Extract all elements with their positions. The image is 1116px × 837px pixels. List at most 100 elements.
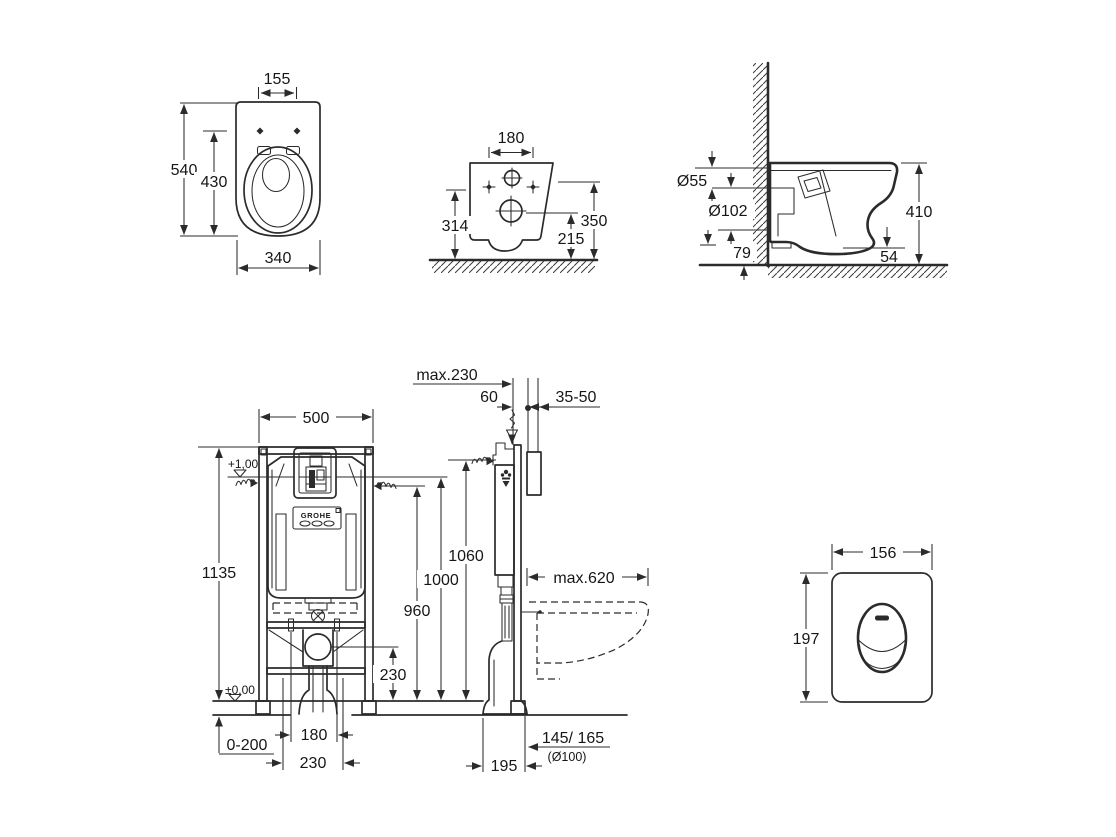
- dim-d55: Ø55: [672, 151, 768, 205]
- plate-outline: [831, 572, 933, 703]
- level-mark-floor-icon: [228, 693, 242, 702]
- dim-0-200: 0-200: [215, 716, 274, 755]
- dim-anchor-230: 230: [266, 678, 360, 772]
- dim-1000: 1000: [417, 478, 465, 700]
- dim-54: 54: [843, 227, 905, 266]
- dim-180: 180: [488, 130, 534, 158]
- dim-1135: 1135: [195, 446, 259, 700]
- dim-drain-center-230: 230: [373, 648, 413, 700]
- channel-left: [275, 513, 287, 591]
- anchor-screw-left-icon: [235, 478, 259, 488]
- dim-314: 314: [435, 189, 475, 259]
- dim-label-drain-center: 230: [380, 667, 407, 684]
- dim-label-drain-dia: Ø102: [708, 203, 747, 220]
- dim-350: 350: [558, 181, 614, 259]
- dim-label-h960: 960: [404, 603, 431, 620]
- seat-outer: [243, 146, 313, 234]
- fixing-hole-left: [256, 127, 264, 135]
- dim-1060: 1060: [442, 459, 496, 700]
- dim-label-height-left: 314: [442, 218, 469, 235]
- dim-label-max-depth-top: max.230: [416, 367, 477, 384]
- rail-left: [258, 446, 268, 702]
- dim-label-max-depth: max.620: [553, 570, 614, 587]
- dim-label-h1060: 1060: [448, 548, 484, 565]
- dim-340: 340: [236, 240, 321, 275]
- crossbar-lower: [266, 667, 366, 675]
- dim-label-outlet: 145/ 165: [542, 730, 604, 747]
- frame-side-view: max.230 60 35-50 max.620 195: [413, 366, 649, 775]
- dim-label-drain-height: 215: [558, 231, 585, 248]
- seat-hinge-right: [285, 145, 301, 156]
- level-mark-icon: [233, 469, 247, 478]
- wall-bracket: [526, 451, 542, 496]
- grohe-logo-text: GROHE: [301, 511, 332, 520]
- anchor-screw-side-icon: [471, 456, 495, 466]
- bowl-body-outline: [235, 101, 321, 237]
- cistern-outline: [267, 456, 366, 599]
- wc-dashed-outline: [521, 601, 649, 680]
- dim-label-height: 410: [906, 204, 933, 221]
- flush-window-inner: [298, 452, 332, 494]
- dim-215: 215: [526, 212, 591, 259]
- dim-label-gap: 79: [733, 245, 751, 262]
- dim-155: 155: [257, 71, 298, 99]
- wall-hatch: [753, 63, 768, 266]
- foot-left: [255, 700, 271, 715]
- dim-label-inlet-dia: Ø55: [677, 173, 707, 190]
- dim-label-plate-width: 156: [870, 545, 897, 562]
- dim-156: 156: [831, 543, 933, 570]
- dim-145-165: 145/ 165 (Ø100): [528, 730, 610, 764]
- dim-410: 410: [899, 162, 939, 264]
- dim-max620: max.620: [526, 568, 649, 587]
- seat-hinge-left: [256, 145, 272, 156]
- dim-label-width: 340: [265, 250, 292, 267]
- dim-max230: max.230: [413, 366, 539, 452]
- flush-window-frame: [293, 447, 337, 499]
- drain-socket: [304, 633, 332, 661]
- flush-channel-line: [819, 171, 837, 237]
- foot-right: [361, 700, 377, 715]
- flush-button-outer: [856, 602, 908, 674]
- floor-hatch: [768, 266, 947, 278]
- frame-front-view: GROHE: [195, 408, 628, 772]
- toilet-side-view: Ø55 Ø102 79 410 54: [672, 61, 949, 280]
- dim-500: 500: [258, 408, 374, 443]
- toilet-top-view: 155 540 430 340: [164, 71, 321, 275]
- dim-label-hole-spacing: 155: [264, 71, 291, 88]
- dim-d102: Ø102: [701, 173, 768, 246]
- drain-elbow: [482, 640, 528, 715]
- fill-valve: [305, 466, 327, 492]
- inlet-assembly: [797, 169, 831, 199]
- fixing-cross-left: [482, 180, 496, 194]
- dim-label-h1000: 1000: [423, 572, 459, 589]
- fixing-hole-right: [293, 127, 301, 135]
- dim-label-clearance: 54: [880, 249, 898, 266]
- dim-197: 197: [786, 572, 828, 703]
- level-label-floor: ±0,00: [225, 683, 255, 697]
- toilet-rear-view: 180 314 350 215: [428, 130, 614, 273]
- level-label-top: +1,00: [228, 457, 259, 471]
- flush-plate-view: 156 197: [786, 543, 933, 703]
- fixing-cross-right: [526, 180, 540, 194]
- bowl-well: [261, 157, 291, 193]
- dim-label-frame-width: 500: [303, 410, 330, 427]
- dim-stud-180: 180: [275, 632, 353, 744]
- dim-79: 79: [700, 230, 757, 280]
- dim-35-50: 35-50: [539, 389, 600, 411]
- top-bracket: [492, 442, 515, 466]
- stud-left: [287, 618, 295, 632]
- seat-inner: [251, 154, 305, 228]
- drain-bracket: [302, 629, 334, 667]
- channel-right: [345, 513, 357, 591]
- dim-label-anchor-spacing: 230: [300, 755, 327, 772]
- dim-label-stud-spacing: 180: [301, 727, 328, 744]
- rail-right: [364, 446, 374, 702]
- dim-label-supply-offset: 60: [480, 389, 498, 406]
- ground-hatch: [432, 261, 595, 273]
- dim-label-wall-range: 35-50: [556, 389, 597, 406]
- button-slot: [875, 615, 889, 621]
- dim-60: 60: [480, 389, 541, 411]
- mounting-pad: [771, 241, 792, 249]
- dim-label-bowl-depth: 430: [201, 174, 228, 191]
